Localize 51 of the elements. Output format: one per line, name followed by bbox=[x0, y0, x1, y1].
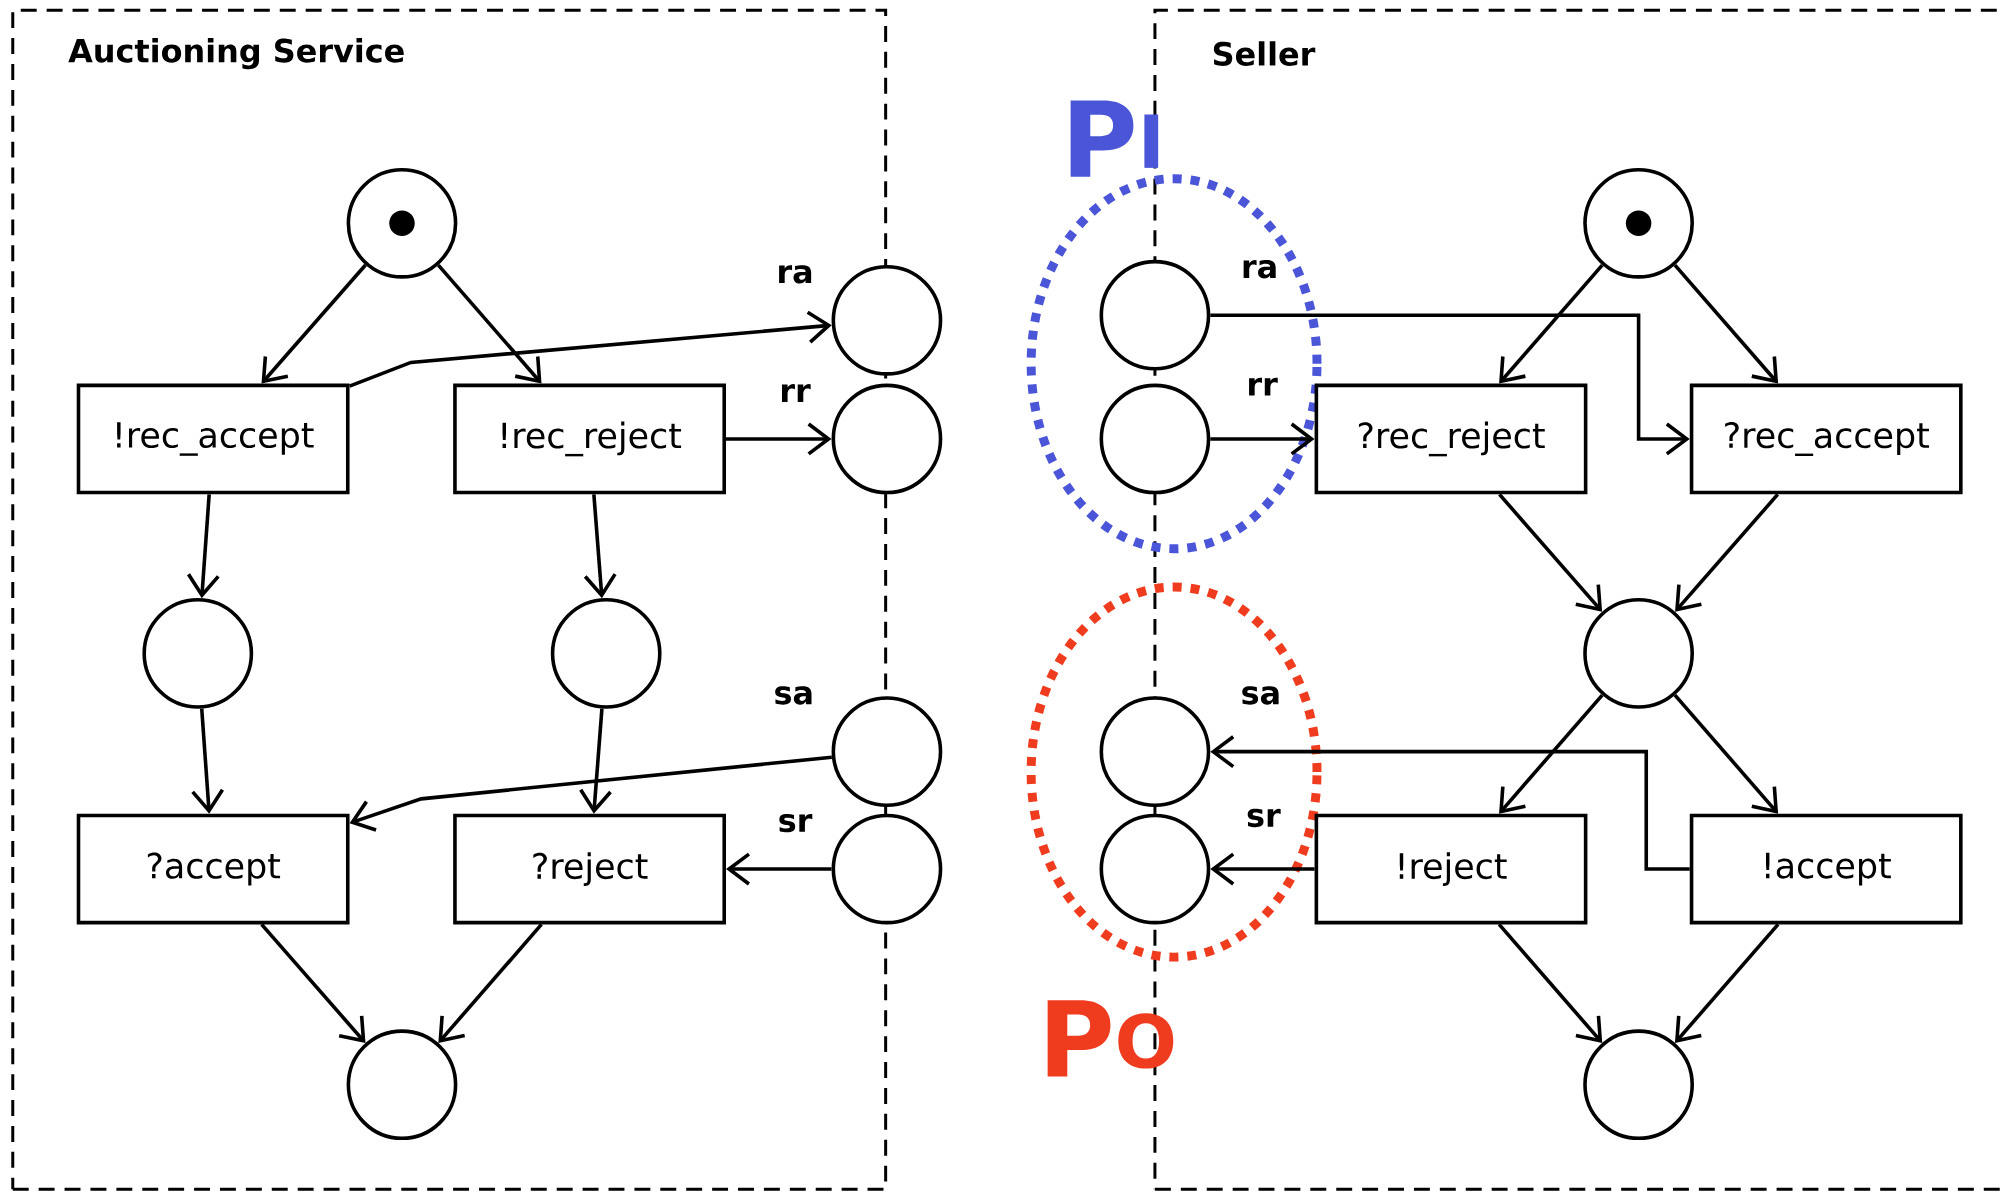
token-place bbox=[346, 167, 458, 279]
arrow bbox=[438, 923, 543, 1043]
transition-box: ?rec_reject bbox=[1314, 383, 1588, 495]
place-circle bbox=[1583, 598, 1694, 709]
arrow bbox=[191, 708, 224, 814]
place-label: ra bbox=[779, 265, 812, 284]
arrow bbox=[348, 310, 832, 388]
place-circle bbox=[346, 1029, 458, 1141]
place-label: rr bbox=[782, 384, 811, 402]
transition-box: ?reject bbox=[453, 813, 726, 925]
place-circle bbox=[550, 598, 662, 709]
place-label: sr bbox=[1247, 808, 1281, 828]
place-label: sa bbox=[1242, 686, 1279, 705]
place-label: sa bbox=[775, 686, 812, 705]
place-circle bbox=[142, 598, 254, 709]
token-place bbox=[1583, 167, 1694, 279]
transition-box: ?rec_accept bbox=[1689, 383, 1963, 495]
arrow bbox=[437, 263, 542, 384]
arrow bbox=[186, 494, 220, 599]
arrow bbox=[1498, 493, 1603, 612]
arrow bbox=[260, 923, 366, 1044]
place-label: rr bbox=[1249, 377, 1278, 396]
place-circle bbox=[1583, 1029, 1694, 1141]
arrow bbox=[1210, 852, 1315, 886]
arrow bbox=[579, 708, 612, 814]
arrow bbox=[1210, 313, 1690, 456]
set-label: P$^{I}$ bbox=[1070, 100, 1159, 177]
arrow bbox=[349, 755, 832, 832]
transition-box: !accept bbox=[1689, 813, 1963, 925]
arrow bbox=[1674, 923, 1780, 1043]
arrow bbox=[726, 852, 832, 886]
arrow bbox=[1210, 422, 1315, 456]
arrow bbox=[1497, 923, 1603, 1043]
arrow bbox=[726, 422, 832, 456]
arrow bbox=[1499, 263, 1604, 384]
arrow bbox=[1499, 694, 1604, 814]
arrow bbox=[1673, 694, 1779, 814]
transition-box: !rec_reject bbox=[453, 383, 726, 495]
transition-box: !reject bbox=[1314, 813, 1588, 925]
arrow bbox=[1210, 735, 1690, 871]
place-label: ra bbox=[1243, 260, 1276, 279]
arrow bbox=[583, 494, 617, 599]
arrow bbox=[261, 263, 367, 384]
arrow bbox=[1675, 493, 1780, 612]
frame-title: Seller bbox=[1213, 41, 1316, 66]
set-label: P$^{O}$ bbox=[1047, 1000, 1174, 1077]
transition-box: !rec_accept bbox=[76, 383, 350, 495]
transition-box: ?accept bbox=[76, 813, 350, 925]
frame-title: Auctioning Service bbox=[68, 38, 404, 70]
arrow bbox=[1673, 263, 1779, 384]
place-label: sr bbox=[779, 814, 813, 833]
